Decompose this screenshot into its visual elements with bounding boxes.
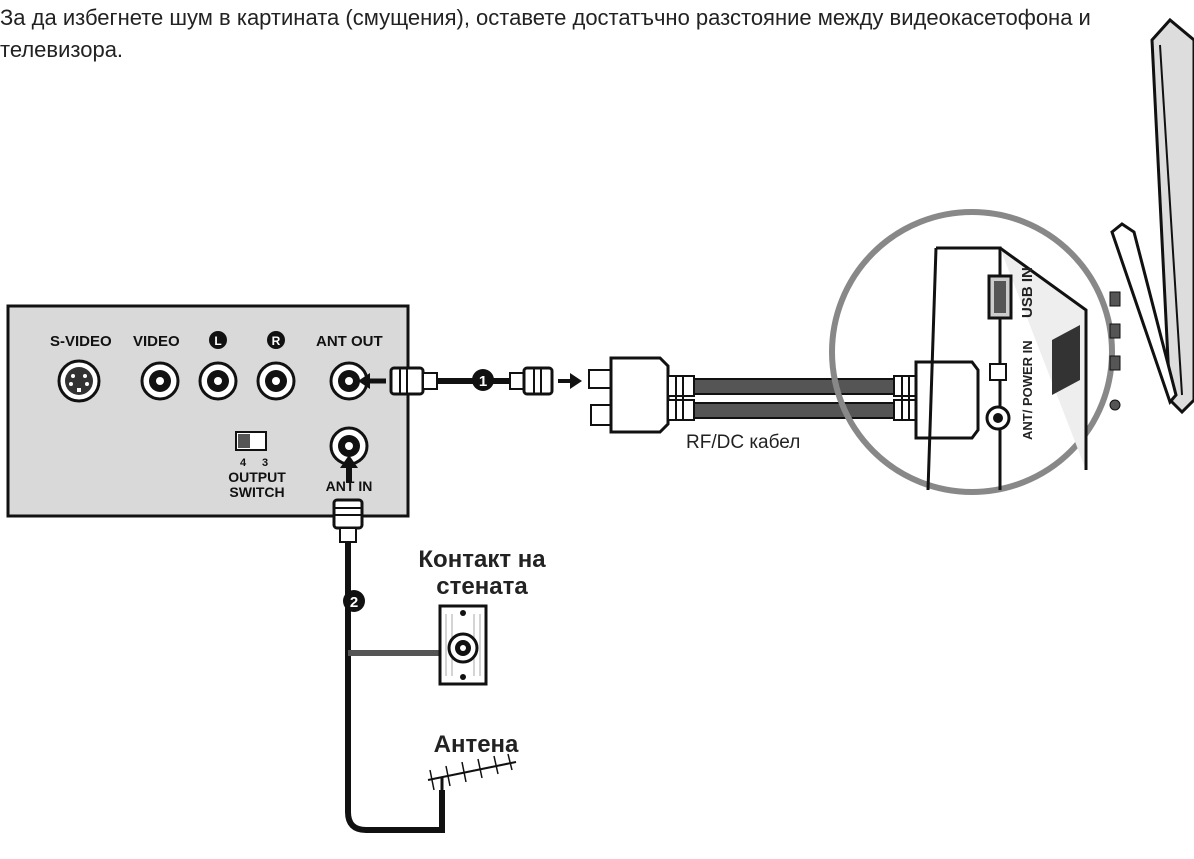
audio-left-badge: L (209, 331, 227, 349)
audio-left-label: L (214, 334, 221, 348)
ant-in-jack (329, 426, 369, 466)
vcr-back-panel: S-VIDEO VIDEO L R ANT OUT (6, 304, 410, 518)
step-2-number: 2 (350, 594, 358, 611)
antenna: Антена (427, 731, 519, 791)
step-1-badge: 1 (472, 369, 494, 391)
step-1-number: 1 (479, 373, 487, 390)
wall-outlet-label-line1: Контакт на (418, 546, 546, 573)
tv-side-view (1109, 17, 1194, 415)
video-label: VIDEO (133, 333, 180, 350)
switch-3-label: 3 (262, 457, 268, 469)
audio-right-badge: R (267, 331, 285, 349)
wall-outlet-label-line2: стената (436, 573, 528, 600)
switch-4-label: 4 (240, 457, 247, 469)
ant-out-label: ANT OUT (316, 333, 383, 350)
rf-dc-cable (588, 356, 980, 440)
tv-port-callout: USB IN ANT/ POWER IN (829, 209, 1115, 495)
instruction-text: За да избегнете шум в картината (смущени… (0, 5, 1091, 62)
wall-outlet: Контакт на стената (418, 546, 546, 686)
ant-in-label: ANT IN (326, 478, 373, 494)
s-video-jack (57, 359, 101, 403)
video-jack (140, 361, 180, 401)
s-video-label: S-VIDEO (50, 333, 112, 350)
audio-right-jack (256, 361, 296, 401)
step-2-badge: 2 (343, 590, 365, 612)
output-switch-label-line2: SWITCH (229, 484, 284, 500)
arrow-head-ant-in (340, 455, 358, 468)
audio-right-label: R (272, 334, 281, 348)
usb-in-label: USB IN (1019, 267, 1036, 318)
cable-2 (332, 498, 445, 833)
output-switch-label-line1: OUTPUT (228, 469, 286, 485)
output-switch: 4 3 OUTPUT SWITCH (228, 431, 286, 500)
arrow-head-ant-out (358, 373, 370, 389)
ant-out-jack (329, 361, 369, 401)
audio-left-jack (198, 361, 238, 401)
cable-1 (389, 366, 582, 396)
vcr-panel-body (6, 304, 410, 518)
antenna-label: Антена (434, 731, 519, 758)
rf-dc-cable-label: RF/DC кабел (686, 432, 800, 453)
ant-power-in-label: ANT/ POWER IN (1020, 340, 1035, 440)
